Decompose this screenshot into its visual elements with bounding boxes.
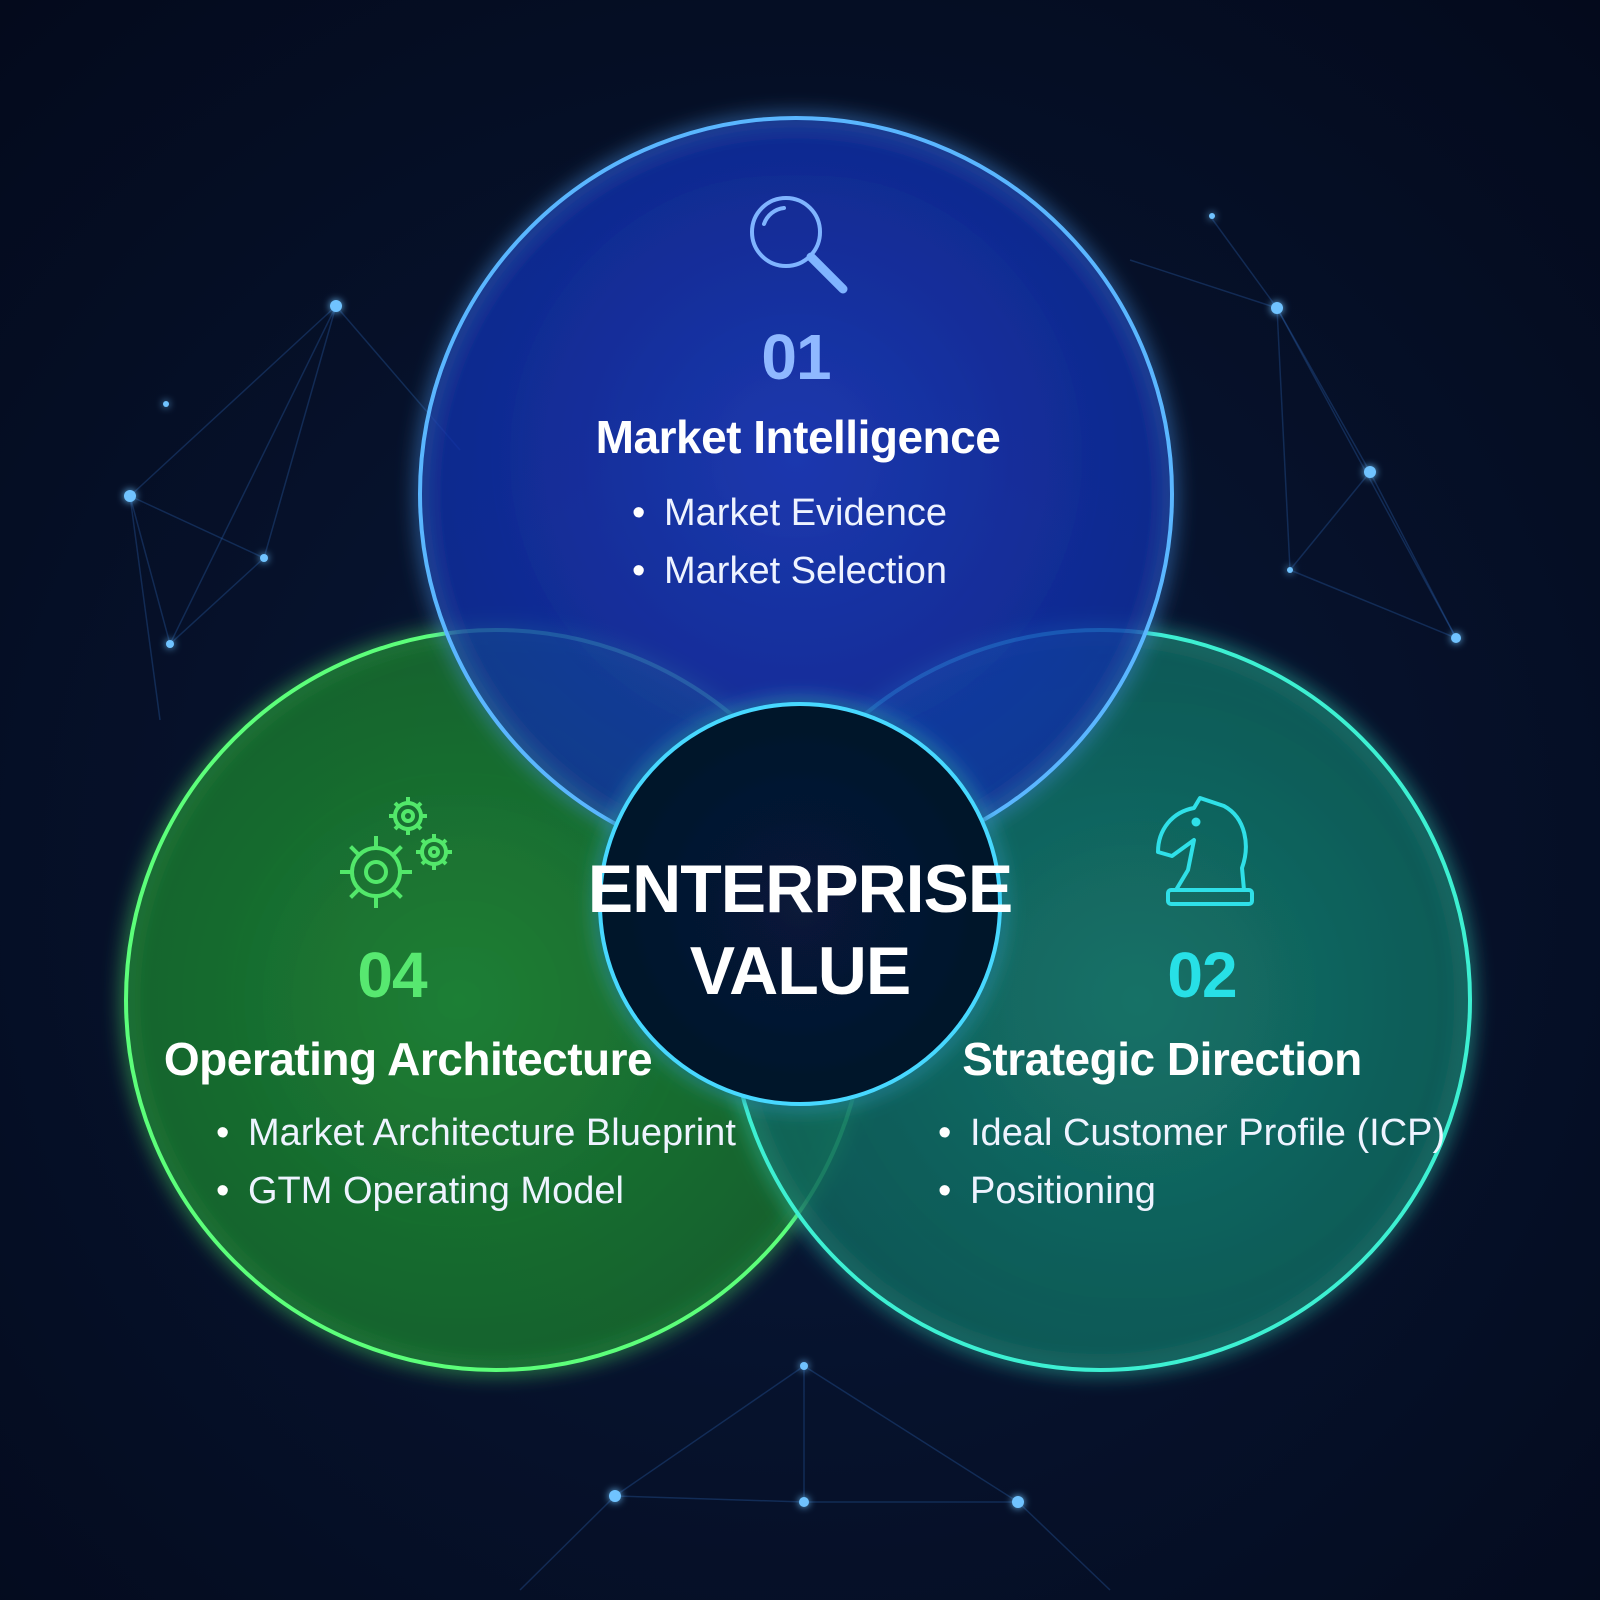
- segment-01-bullets: Market Evidence Market Selection: [632, 484, 947, 600]
- list-item: Market Evidence: [632, 484, 947, 542]
- list-item: Positioning: [938, 1162, 1445, 1220]
- segment-02-title: Strategic Direction: [962, 1033, 1362, 1085]
- list-item: Ideal Customer Profile (ICP): [938, 1104, 1445, 1162]
- network-dots: [124, 213, 1461, 1508]
- segment-02-number: 02: [1167, 939, 1237, 1011]
- segment-04-title: Operating Architecture: [163, 1033, 653, 1085]
- segment-02-bullets: Ideal Customer Profile (ICP) Positioning: [938, 1104, 1445, 1220]
- segment-01-title: Market Intelligence: [595, 411, 1001, 463]
- segment-04-bullets: Market Architecture Blueprint GTM Operat…: [216, 1104, 736, 1220]
- chess-knight-icon: [1156, 796, 1254, 906]
- segment-01-number: 01: [761, 321, 831, 393]
- circle-enterprise-value: [598, 702, 1002, 1106]
- list-item: Market Architecture Blueprint: [216, 1104, 736, 1162]
- list-item: Market Selection: [632, 542, 947, 600]
- gears-icon: [340, 797, 452, 908]
- list-item: GTM Operating Model: [216, 1162, 736, 1220]
- center-label: ENTERPRISE VALUE: [587, 848, 1014, 1012]
- center-label-line-1: ENTERPRISE: [587, 851, 1014, 927]
- network-lines: [129, 215, 1457, 1591]
- magnifying-glass-icon: [750, 196, 848, 294]
- center-label-line-2: VALUE: [689, 933, 911, 1009]
- segment-04-number: 04: [357, 939, 427, 1011]
